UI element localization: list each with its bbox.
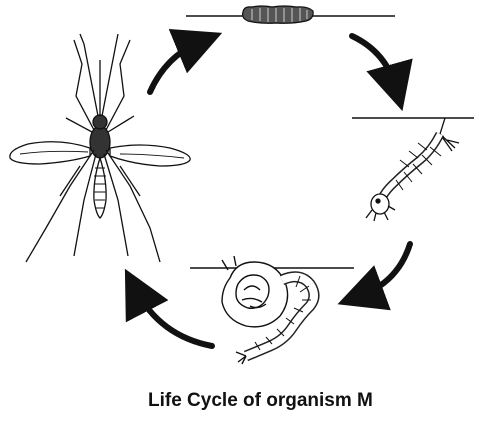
arrow-larva-to-pupa [360,244,410,296]
eggs-stage [186,6,395,23]
arrow-adult-to-eggs [150,42,200,92]
arrow-eggs-to-larva [352,36,396,88]
larva-stage [352,118,474,221]
arrow-pupa-to-adult [136,290,212,346]
pupa-stage [190,256,354,364]
diagram-caption: Life Cycle of organism M [148,390,468,412]
